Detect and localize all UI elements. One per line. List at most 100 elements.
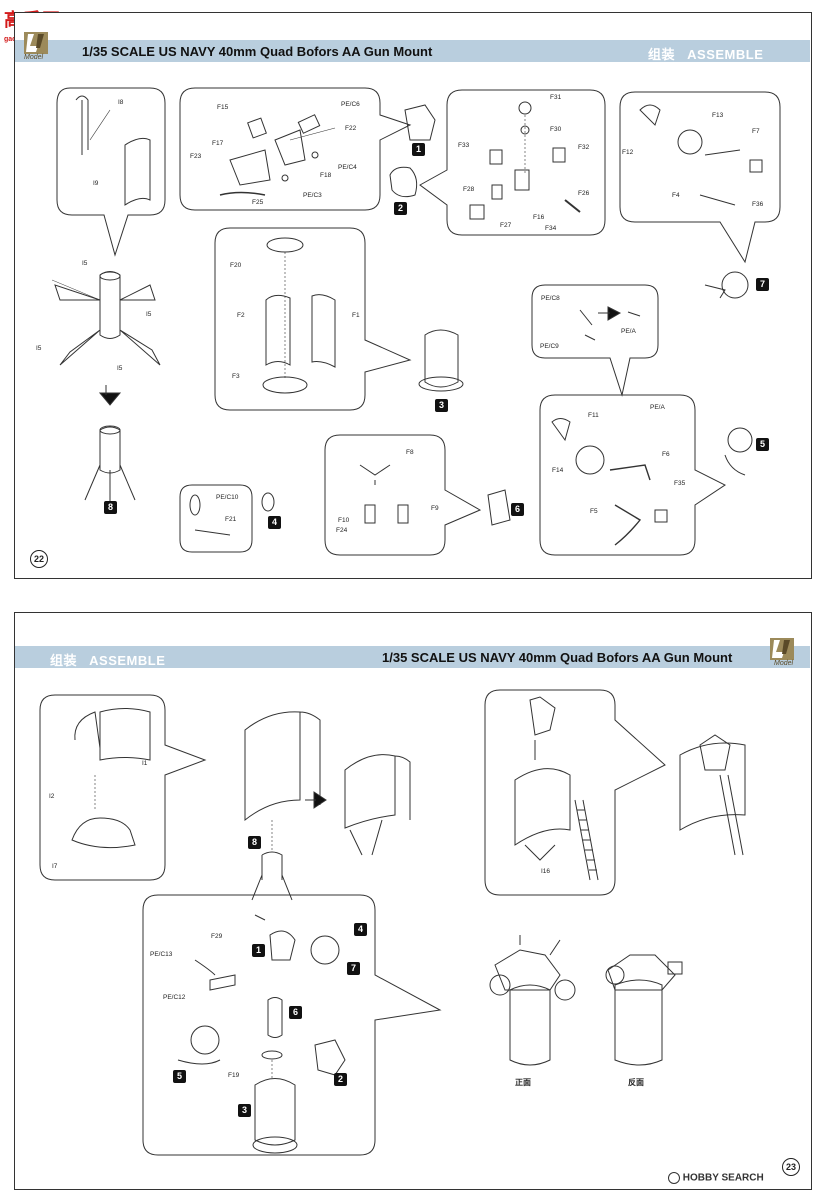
- label-f18: F18: [320, 172, 332, 179]
- step-6-part: [487, 489, 511, 526]
- label-f12: F12: [622, 149, 634, 156]
- label-pea-1: PE/A: [621, 328, 636, 335]
- step-8-shield-result: [344, 754, 411, 829]
- arrow-down-icon: [98, 385, 122, 406]
- view-label-front: 正面: [515, 1078, 531, 1087]
- page-23-assemble-label: 组装 ASSEMBLE: [50, 650, 165, 669]
- step-1-gun-block: [404, 104, 436, 141]
- assemble-cn: 组装: [50, 653, 78, 668]
- assemble-cn: 组装: [648, 47, 676, 62]
- step-badge-2: 2: [334, 1073, 347, 1086]
- step-7-part: [721, 271, 749, 299]
- label-i5-b: I5: [146, 311, 152, 318]
- label-f29: F29: [211, 933, 223, 940]
- brand-logo-text: Model: [774, 660, 794, 667]
- step-badge-7: 7: [347, 962, 360, 975]
- label-i9: I9: [93, 180, 99, 187]
- assemble-en: ASSEMBLE: [89, 653, 166, 668]
- page-22-assemble-label: 组装 ASSEMBLE: [648, 44, 763, 63]
- label-i7: I7: [52, 863, 58, 870]
- step-3-cylinder: [424, 329, 459, 388]
- brand-logo-text: Model: [24, 54, 44, 61]
- callout-bubble-step6: [324, 434, 482, 556]
- label-f30: F30: [550, 126, 562, 133]
- label-f19: F19: [228, 1072, 240, 1079]
- label-i1: I1: [142, 760, 148, 767]
- label-pec9: PE/C9: [540, 343, 559, 350]
- label-f20: F20: [230, 262, 242, 269]
- label-f22: F22: [345, 125, 357, 132]
- brand-logo-2: Model: [768, 636, 796, 667]
- step-badge-4: 4: [354, 923, 367, 936]
- label-f26: F26: [578, 190, 590, 197]
- label-f24: F24: [336, 527, 348, 534]
- assemble-en: ASSEMBLE: [687, 47, 764, 62]
- label-f8: F8: [406, 449, 414, 456]
- shield-walls-assembly: [244, 711, 321, 822]
- label-f6: F6: [662, 451, 670, 458]
- page-number-22: 22: [30, 550, 48, 568]
- callout-bubble-step2: [419, 89, 606, 236]
- view-label-back: 反面: [628, 1078, 644, 1087]
- final-front-view: [509, 984, 551, 1066]
- label-i5-a: I5: [82, 260, 88, 267]
- label-pec12: PE/C12: [163, 994, 186, 1001]
- label-f36: F36: [752, 201, 764, 208]
- step-badge-3: 3: [435, 399, 448, 412]
- brand-logo-icon: [24, 32, 48, 54]
- step-badge-7: 7: [756, 278, 769, 291]
- label-f10: F10: [338, 517, 350, 524]
- label-f14: F14: [552, 467, 564, 474]
- step-badge-6: 6: [289, 1006, 302, 1019]
- label-f2: F2: [237, 312, 245, 319]
- label-f32: F32: [578, 144, 590, 151]
- label-f3: F3: [232, 373, 240, 380]
- label-f21: F21: [225, 516, 237, 523]
- label-pec8: PE/C8: [541, 295, 560, 302]
- callout-bubble-i8-i9: [56, 87, 166, 257]
- label-i5-d: I5: [117, 365, 123, 372]
- label-i2: I2: [49, 793, 55, 800]
- label-pec3: PE/C3: [303, 192, 322, 199]
- label-f13: F13: [712, 112, 724, 119]
- step-badge-1: 1: [412, 143, 425, 156]
- page-22: [14, 12, 812, 579]
- page-22-header-band: [15, 40, 810, 62]
- footer-watermark: HOBBY SEARCH: [668, 1172, 764, 1184]
- label-f28: F28: [463, 186, 475, 193]
- arrow-right-icon: [305, 791, 327, 809]
- step-5-part: [727, 427, 753, 453]
- label-f23: F23: [190, 153, 202, 160]
- label-f9: F9: [431, 505, 439, 512]
- brand-logo: Model: [22, 30, 50, 61]
- page-23-title: 1/35 SCALE US NAVY 40mm Quad Bofors AA G…: [382, 650, 733, 665]
- step-badge-3: 3: [238, 1104, 251, 1117]
- label-f15: F15: [217, 104, 229, 111]
- label-f34: F34: [545, 225, 557, 232]
- label-f1: F1: [352, 312, 360, 319]
- callout-bubble-i1: [39, 694, 207, 881]
- step-4-part: [261, 492, 275, 512]
- label-f7: F7: [752, 128, 760, 135]
- label-f17: F17: [212, 140, 224, 147]
- page-23-header-band: [15, 646, 810, 668]
- callout-bubble-ladder: [484, 689, 666, 896]
- footer-watermark-text: HOBBY SEARCH: [682, 1172, 764, 1184]
- step-badge-2: 2: [394, 202, 407, 215]
- label-f16: F16: [533, 214, 545, 221]
- brand-logo-icon: [770, 638, 794, 660]
- final-back-view: [614, 979, 663, 1066]
- callout-bubble-step3: [214, 227, 412, 411]
- part-i9: [124, 137, 151, 206]
- label-f35: F35: [674, 480, 686, 487]
- step-2-gun-block: [389, 166, 418, 198]
- ladder-mount-result: [679, 742, 746, 831]
- step-badge-8: 8: [104, 501, 117, 514]
- label-f31: F31: [550, 94, 562, 101]
- label-f25: F25: [252, 199, 264, 206]
- page-23: [14, 612, 812, 1190]
- label-pec13: PE/C13: [150, 951, 173, 958]
- label-f11: F11: [588, 412, 599, 419]
- label-f33: F33: [458, 142, 470, 149]
